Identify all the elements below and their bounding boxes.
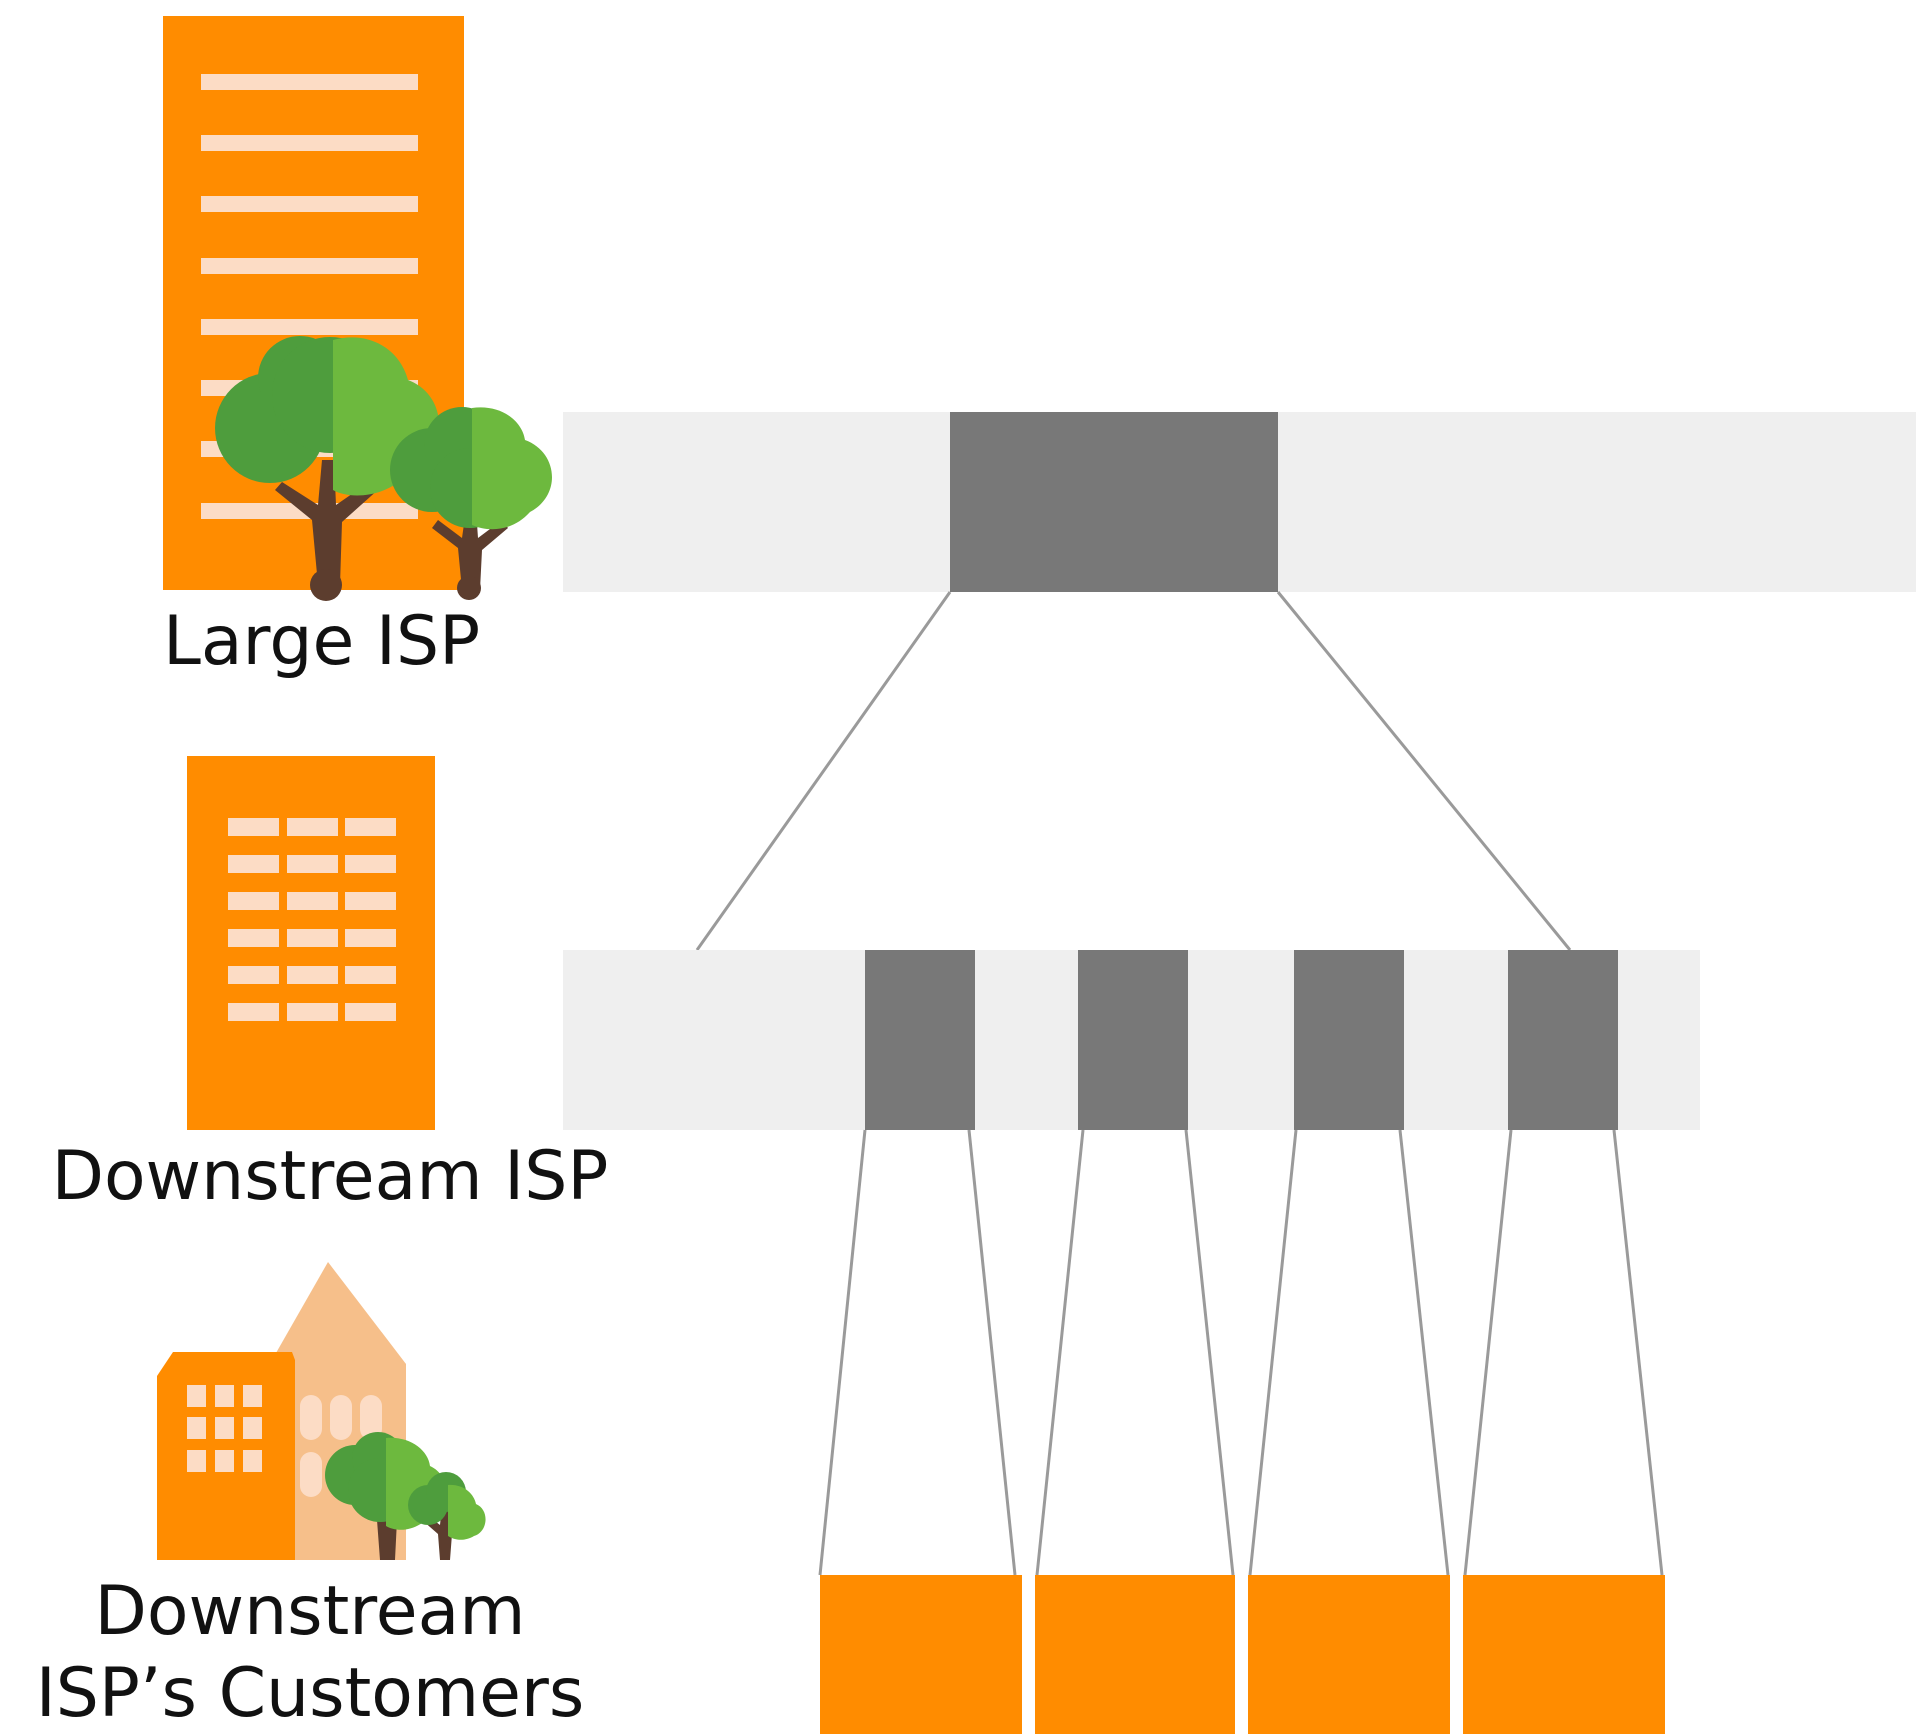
customers-label-line-1: Downstream [94,1572,526,1651]
large-isp-label: Large ISP [163,602,481,681]
customer-box [1463,1575,1665,1734]
large-isp-block [950,412,1278,592]
office-building-icon [187,756,435,1130]
tree-icon [390,407,552,600]
downstream-isp-block [865,950,975,1130]
customers-label-line-2: ISP’s Customers [35,1654,585,1733]
office-tower-with-trees-icon [163,16,552,601]
downstream-isp-block [1078,950,1188,1130]
downstream-isp-block [1508,950,1618,1130]
house-with-trees-icon [157,1262,486,1560]
tree-icon [408,1472,486,1560]
customer-box [1035,1575,1235,1734]
customer-box [820,1575,1022,1734]
downstream-isp-label: Downstream ISP [51,1137,609,1216]
downstream-isp-block [1294,950,1404,1130]
connector-lines [695,591,1572,951]
customer-box [1248,1575,1450,1734]
connector-lines [818,1129,1664,1576]
